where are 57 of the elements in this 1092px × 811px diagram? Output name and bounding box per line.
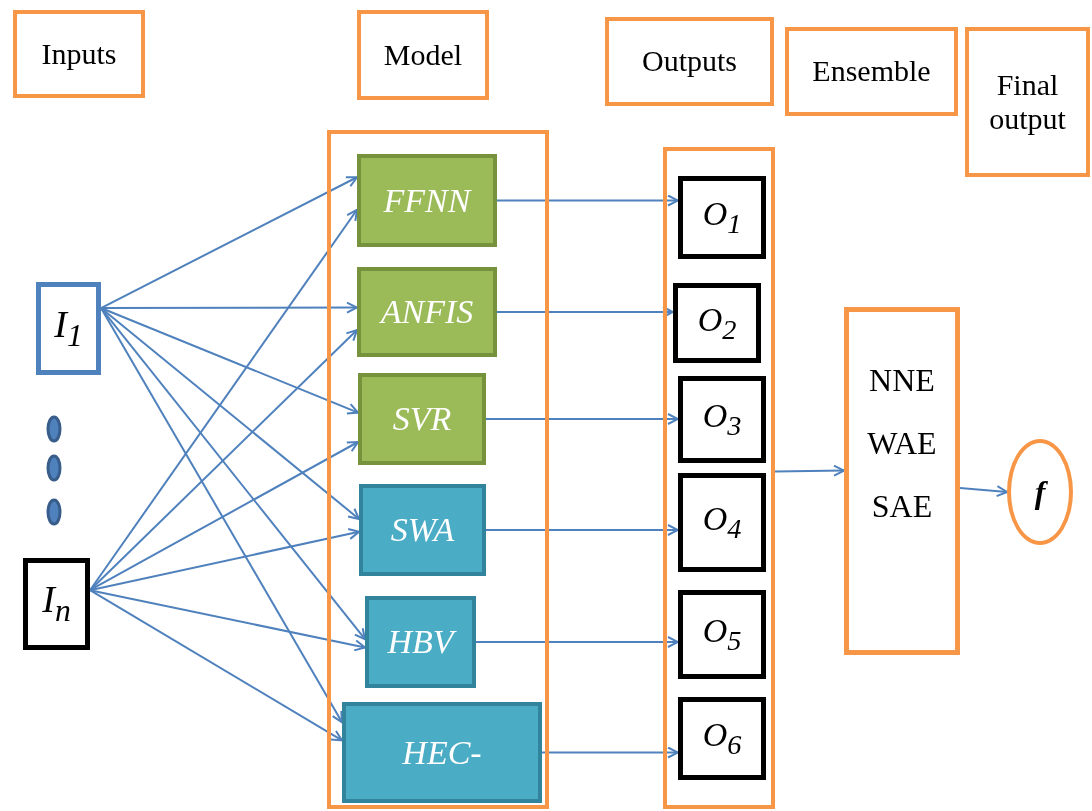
- output-label: O$_{3}$: [702, 396, 742, 443]
- model-label: FFNN: [383, 180, 471, 221]
- model-box: [357, 267, 497, 357]
- model-box: [357, 154, 497, 247]
- group-frame: [663, 147, 775, 809]
- model-box: [365, 596, 476, 688]
- header-box: [605, 17, 774, 106]
- output-box: [673, 283, 761, 363]
- output-box: [678, 176, 766, 259]
- input-box: [36, 282, 101, 375]
- arrow: [485, 413, 679, 425]
- ensemble-method-label: SAE: [871, 487, 933, 525]
- ensemble-method-label: WAE: [867, 424, 937, 462]
- model-box: [358, 373, 486, 465]
- group-frame: [327, 130, 549, 809]
- model-label: SWA: [390, 510, 455, 550]
- arrow: [89, 528, 360, 592]
- model-label: ANFIS: [380, 292, 474, 332]
- arrow: [475, 636, 679, 648]
- arrow: [89, 589, 343, 742]
- ensemble-box: [844, 307, 960, 655]
- header-box: [13, 10, 145, 98]
- output-label: O$_{1}$: [702, 194, 742, 241]
- header-label: Final output: [988, 67, 1067, 137]
- output-label: O$_{4}$: [702, 499, 742, 546]
- ensemble-method-label: NNE: [869, 362, 935, 399]
- input-label: I$_{1}$: [54, 303, 83, 354]
- arrow: [485, 524, 679, 536]
- model-box: [359, 484, 486, 576]
- output-label: O$_{5}$: [702, 611, 742, 658]
- header-box: [357, 10, 489, 100]
- output-box: [678, 376, 766, 463]
- header-label: Model: [383, 37, 463, 73]
- model-label: HEC-: [402, 732, 482, 773]
- model-box: [342, 702, 542, 803]
- input-box: [23, 558, 90, 650]
- output-label: O$_{2}$: [697, 299, 737, 347]
- header-label: Inputs: [41, 36, 117, 72]
- output-box: [678, 473, 766, 572]
- header-label: Outputs: [642, 44, 737, 79]
- arrow: [774, 464, 845, 477]
- arrow: [541, 746, 679, 759]
- arrow: [89, 589, 366, 652]
- output-box: [678, 590, 766, 679]
- arrow: [496, 306, 674, 318]
- arrow: [100, 176, 358, 310]
- final-output-label: f: [1034, 473, 1046, 511]
- arrow: [496, 194, 679, 207]
- model-label: SVR: [392, 399, 452, 439]
- arrow: [959, 485, 1008, 498]
- output-label: O$_{6}$: [702, 715, 742, 762]
- header-box: [965, 27, 1090, 177]
- header-label: Ensemble: [812, 54, 931, 89]
- header-box: [785, 27, 958, 116]
- input-label: I$_{n}$: [42, 578, 71, 630]
- output-box: [678, 697, 766, 780]
- arrow: [100, 301, 358, 314]
